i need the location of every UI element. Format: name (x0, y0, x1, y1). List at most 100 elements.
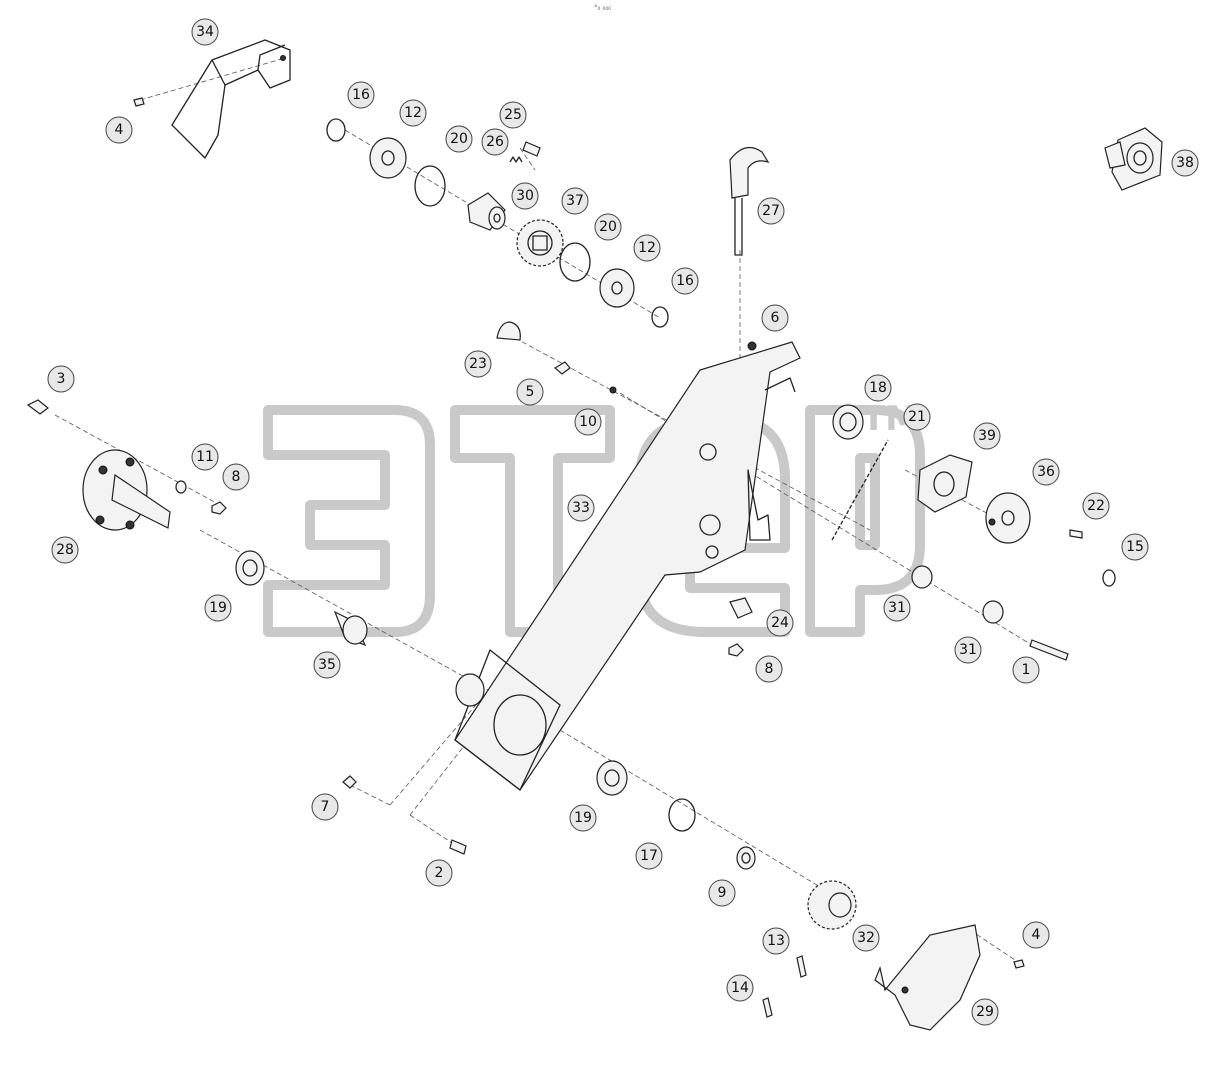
wing-bolt-part (553, 361, 571, 375)
svg-text:26: 26 (486, 134, 504, 150)
callout-21: 21 (903, 403, 931, 431)
svg-text:35: 35 (318, 657, 336, 673)
callout-25: 25 (499, 101, 527, 129)
callout-27: 27 (757, 197, 785, 225)
svg-text:10: 10 (579, 414, 597, 430)
svg-text:20: 20 (599, 219, 617, 235)
svg-text:29: 29 (976, 1004, 994, 1020)
svg-text:12: 12 (638, 240, 656, 256)
main-arm-part (454, 341, 801, 791)
long-bolt-part (1029, 639, 1069, 661)
svg-text:16: 16 (676, 273, 694, 289)
bearing-part-2 (235, 550, 265, 586)
wheel-hub-part (82, 449, 171, 531)
svg-text:37: 37 (566, 193, 584, 209)
svg-text:15: 15 (1126, 539, 1144, 555)
svg-text:33: 33 (572, 500, 590, 516)
callout-22: 22 (1082, 492, 1110, 520)
svg-text:3: 3 (57, 371, 66, 387)
callout-4b: 4 (1022, 921, 1050, 949)
small-washer-part (175, 480, 187, 494)
callout-20b: 20 (594, 213, 622, 241)
callout-8b: 8 (755, 655, 783, 683)
sleeve-part (333, 610, 368, 647)
svg-text:8: 8 (765, 661, 774, 677)
callout-33: 33 (567, 494, 595, 522)
callout-30: 30 (511, 182, 539, 210)
nut-part (747, 341, 757, 351)
nut-part-3 (728, 643, 744, 657)
callout-29: 29 (971, 998, 999, 1026)
callout-14: 14 (726, 974, 754, 1002)
lever-handle-part (729, 146, 770, 256)
o-ring-part-2 (559, 242, 591, 282)
svg-text:22: 22 (1087, 498, 1105, 514)
svg-text:9: 9 (718, 885, 727, 901)
svg-text:4: 4 (115, 122, 124, 138)
snap-ring-part (668, 798, 696, 832)
circlip-part (326, 118, 346, 142)
callout-labels: 34 4 16 12 20 26 25 30 37 20 12 16 27 38… (47, 18, 1199, 1026)
svg-text:23: 23 (469, 356, 487, 372)
small-nut-part (609, 386, 617, 394)
callout-12: 12 (399, 99, 427, 127)
svg-text:32: 32 (857, 930, 875, 946)
svg-text:20: 20 (450, 131, 468, 147)
tension-plate-part (917, 454, 973, 513)
screw-part (133, 97, 145, 107)
callout-3: 3 (47, 365, 75, 393)
disc-part (985, 492, 1031, 544)
circlip-part-3 (1102, 569, 1116, 587)
spring-part (509, 156, 523, 163)
bolt-part-2 (449, 839, 467, 855)
bushing-part (736, 846, 756, 870)
washer-part (369, 137, 407, 179)
svg-text:21: 21 (908, 409, 926, 425)
assembly-lines (54, 57, 1041, 963)
svg-text:11: 11 (196, 449, 214, 465)
callout-12b: 12 (633, 234, 661, 262)
cover-bracket-part (171, 39, 291, 159)
pin-part (522, 141, 541, 157)
callout-7: 7 (311, 793, 339, 821)
callout-8: 8 (222, 463, 250, 491)
pin-part-2 (796, 955, 807, 978)
screw-part-2 (1069, 529, 1083, 539)
bearing-part (832, 404, 864, 440)
sprocket-part (516, 219, 564, 267)
pin-part-3 (762, 997, 773, 1018)
svg-text:28: 28 (56, 542, 74, 558)
svg-text:14: 14 (731, 980, 749, 996)
cap-part (496, 321, 521, 341)
flange-bearing-part (1104, 127, 1163, 191)
callout-31: 31 (883, 594, 911, 622)
callout-19: 19 (204, 594, 232, 622)
callout-11: 11 (191, 443, 219, 471)
callout-23: 23 (464, 350, 492, 378)
callout-1: 1 (1012, 656, 1040, 684)
callout-31b: 31 (954, 636, 982, 664)
callout-5: 5 (516, 378, 544, 406)
svg-text:1: 1 (1022, 662, 1031, 678)
svg-text:5: 5 (526, 384, 535, 400)
callout-34: 34 (191, 18, 219, 46)
svg-text:30: 30 (516, 188, 534, 204)
svg-text:31: 31 (888, 600, 906, 616)
callout-10: 10 (574, 408, 602, 436)
callout-18: 18 (864, 374, 892, 402)
callout-36: 36 (1032, 458, 1060, 486)
callout-20: 20 (445, 125, 473, 153)
svg-text:34: 34 (196, 24, 214, 40)
svg-text:19: 19 (209, 600, 227, 616)
top-mark: °₀ ₀₀₀ (594, 4, 611, 12)
svg-text:8: 8 (232, 469, 241, 485)
callout-16b: 16 (671, 267, 699, 295)
callout-28: 28 (51, 536, 79, 564)
callout-37: 37 (561, 187, 589, 215)
svg-text:6: 6 (771, 310, 780, 326)
callout-26: 26 (481, 128, 509, 156)
svg-text:17: 17 (640, 848, 658, 864)
svg-text:2: 2 (435, 865, 444, 881)
callout-39: 39 (973, 422, 1001, 450)
